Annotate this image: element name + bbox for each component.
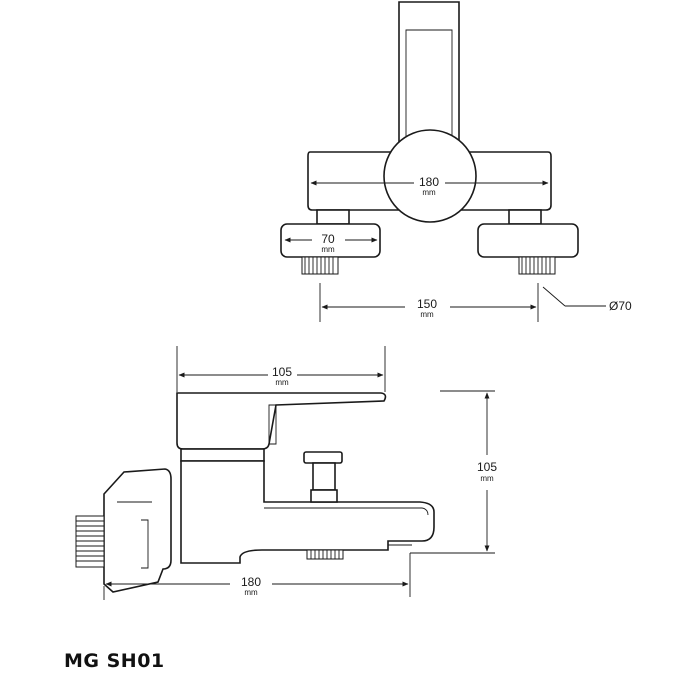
- dim-inlet-centers-value: 150: [417, 297, 437, 311]
- dim-inlet-centers-unit: mm: [420, 310, 434, 319]
- thread-right: [518, 256, 556, 275]
- dim-escutcheon-value: 70: [321, 232, 335, 246]
- dim-body-length: 180 mm: [103, 553, 411, 600]
- dim-body-height: 105 mm: [410, 390, 497, 554]
- dim-top-width-unit: mm: [422, 188, 436, 197]
- dim-inlet-centers: 150 mm: [319, 283, 539, 322]
- model-label: MG SH01: [64, 650, 165, 672]
- callout-diameter: Ø70: [542, 286, 632, 313]
- dim-body-length-unit: mm: [244, 588, 258, 597]
- top-view: 180 mm 70 mm 150 mm Ø70: [280, 1, 632, 322]
- callout-diameter-text: Ø70: [609, 299, 632, 313]
- thread-left: [301, 256, 339, 275]
- dim-handle-length-value: 105: [272, 365, 292, 379]
- dim-escutcheon-unit: mm: [321, 245, 335, 254]
- side-view: 105 mm 105 mm 180 mm: [75, 346, 497, 600]
- dim-handle-length-unit: mm: [275, 378, 289, 387]
- dim-body-length-value: 180: [241, 575, 261, 589]
- dim-top-width: 180 mm: [310, 175, 549, 197]
- dim-body-height-value: 105: [477, 460, 497, 474]
- dim-escutcheon: 70 mm: [284, 232, 378, 254]
- dim-top-width-value: 180: [419, 175, 439, 189]
- dim-handle-length: 105 mm: [176, 346, 386, 392]
- dim-body-height-unit: mm: [480, 474, 494, 483]
